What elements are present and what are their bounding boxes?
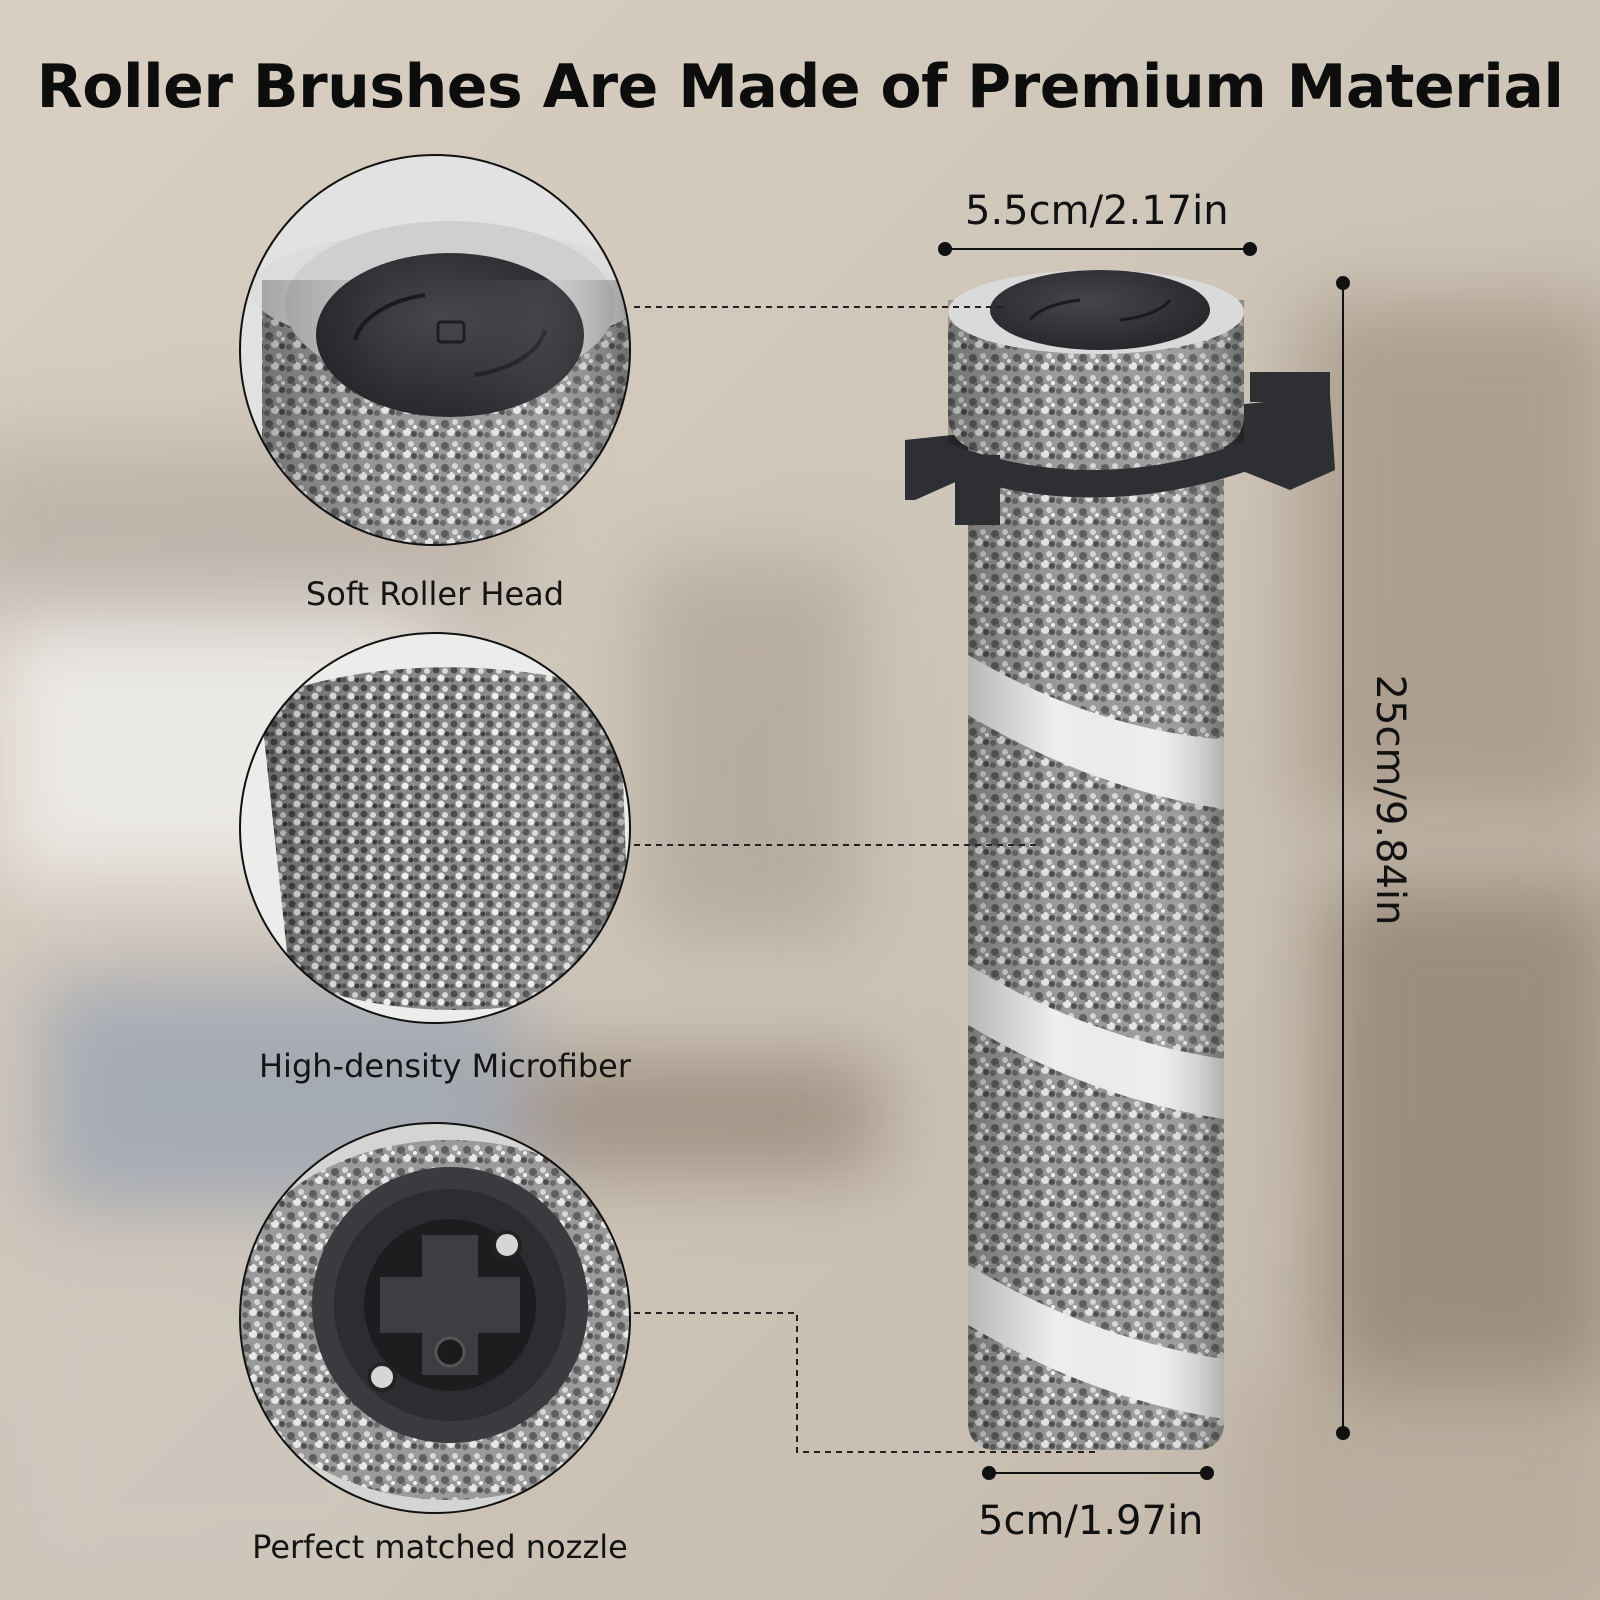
dimension-length: 25cm/9.84in	[1367, 674, 1413, 926]
nozzle-end-detail	[239, 1122, 631, 1514]
caption-perfect-matched-nozzle: Perfect matched nozzle	[252, 1528, 628, 1566]
caption-high-density-microfiber: High-density Microfiber	[258, 1047, 632, 1085]
dimension-bottom-width: 5cm/1.97in	[978, 1498, 1204, 1544]
roller-brush-main	[905, 270, 1335, 1450]
caption-soft-roller-head: Soft Roller Head	[305, 575, 565, 613]
microfiber-detail	[239, 632, 631, 1024]
soft-roller-head-detail	[239, 154, 631, 546]
dimension-top-width: 5.5cm/2.17in	[965, 188, 1229, 234]
page-title: Roller Brushes Are Made of Premium Mater…	[36, 52, 1564, 122]
callout-leaders	[634, 306, 1096, 1453]
dimension-lines	[938, 242, 1350, 1480]
